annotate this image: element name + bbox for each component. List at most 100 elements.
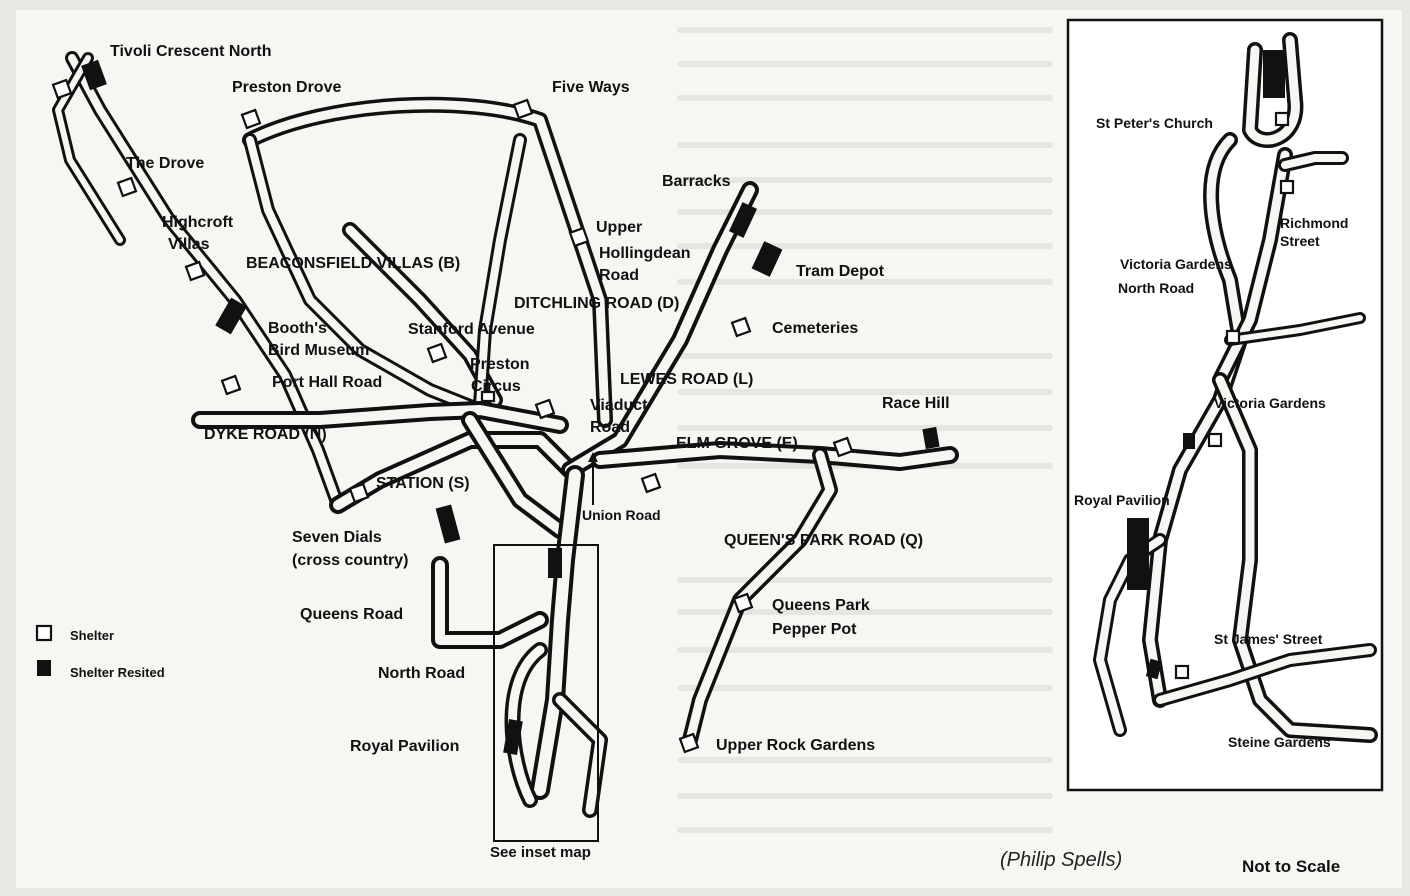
- label-tram-depot: Tram Depot: [796, 263, 885, 280]
- label-viaduct: Viaduct: [590, 397, 648, 414]
- legend: Shelter Shelter Resited: [35, 624, 165, 680]
- road-stanford-avenue: [342, 133, 527, 412]
- label-ditchling-road: DITCHLING ROAD (D): [514, 295, 679, 312]
- label-elm-grove: ELM GROVE (E): [676, 435, 798, 452]
- shelter-marker: [534, 398, 556, 420]
- label-circus: Circus: [471, 378, 521, 395]
- shelter-marker: [51, 78, 73, 100]
- label-cross-country: (cross country): [292, 552, 408, 569]
- road-preston-drove: [242, 96, 613, 428]
- resited-shelter-marker: [922, 426, 940, 450]
- label-beaconsfield-villas: BEACONSFIELD VILLAS (B): [246, 255, 460, 272]
- shelter-marker: [480, 390, 496, 403]
- label-upper: Upper: [596, 219, 642, 236]
- shelter-marker: [730, 316, 752, 338]
- label-preston: Preston: [470, 356, 530, 373]
- resited-shelters: [81, 59, 940, 755]
- inset-label-north-road: North Road: [1118, 280, 1194, 296]
- label-queens-road: Queens Road: [300, 606, 403, 623]
- shelter-marker: [1279, 179, 1295, 195]
- shelter-marker: [512, 98, 534, 120]
- shelter-marker: [348, 482, 370, 504]
- shelter-marker: [678, 732, 700, 754]
- label-pepper-pot: Pepper Pot: [772, 621, 857, 638]
- resited-shelter-marker: [548, 548, 562, 578]
- legend-resited-label: Shelter Resited: [70, 665, 165, 680]
- legend-shelter-label: Shelter: [70, 628, 114, 643]
- label-barracks: Barracks: [662, 173, 731, 190]
- label-queens-park-road: QUEEN'S PARK ROAD (Q): [724, 532, 923, 549]
- inset-shelters: [1174, 111, 1295, 680]
- legend-shelter-icon: [35, 624, 53, 642]
- label-bird-museum: Bird Museum: [268, 342, 369, 359]
- map-labels: Tivoli Crescent North Preston Drove Five…: [110, 43, 950, 861]
- resited-shelter-marker: [503, 719, 523, 755]
- label-see-inset-map: See inset map: [490, 844, 591, 861]
- inset-label-royal-pavilion: Royal Pavilion: [1074, 492, 1170, 508]
- shelter-marker: [832, 436, 854, 458]
- resited-shelter-marker: [1183, 433, 1195, 449]
- resited-shelter-marker: [1263, 50, 1285, 98]
- road-dyke-to-station: [191, 401, 579, 539]
- scale-note: Not to Scale: [1242, 857, 1340, 876]
- label-villas: Villas: [168, 236, 210, 253]
- resited-shelter-marker: [215, 297, 247, 335]
- inset-roads: [1093, 32, 1378, 743]
- inset-label-richmond: Richmond: [1280, 215, 1348, 231]
- label-dyke-road: DYKE ROAD (N): [204, 426, 327, 443]
- label-lewes-road: LEWES ROAD (L): [620, 371, 753, 388]
- inset-resited-shelters: [1127, 50, 1285, 680]
- credit-text: (Philip Spells): [1000, 849, 1122, 871]
- resited-shelter-marker: [435, 504, 461, 544]
- inset-map: St Peter's Church Richmond Street Victor…: [1066, 18, 1384, 792]
- shelter-marker: [426, 342, 448, 364]
- shelter-marker: [568, 226, 590, 248]
- resited-shelter-marker: [728, 202, 758, 238]
- label-hollingdean: Hollingdean: [599, 245, 691, 262]
- inset-label-victoria-gardens-north: Victoria Gardens: [1120, 256, 1232, 272]
- shelter-marker: [220, 374, 242, 396]
- label-north-road: North Road: [378, 665, 465, 682]
- label-royal-pavilion: Royal Pavilion: [350, 738, 459, 755]
- label-road-hollingdean: Road: [599, 267, 639, 284]
- label-viaduct-road: Road: [590, 419, 630, 436]
- label-port-hall-road: Port Hall Road: [272, 374, 382, 391]
- shelter-marker: [1225, 329, 1241, 345]
- label-preston-drove: Preston Drove: [232, 79, 341, 96]
- shelter-marker: [732, 592, 754, 614]
- resited-shelter-marker: [1127, 518, 1149, 590]
- shelter-marker: [184, 260, 206, 282]
- inset-label-street: Street: [1280, 233, 1320, 249]
- label-cemeteries: Cemeteries: [772, 320, 858, 337]
- label-tivoli-crescent-north: Tivoli Crescent North: [110, 43, 272, 60]
- shelter-marker: [1207, 432, 1223, 448]
- resited-shelter-marker: [81, 59, 107, 91]
- label-highcroft: Highcroft: [162, 214, 234, 231]
- shelters: [51, 78, 854, 754]
- legend-resited-icon: [37, 660, 51, 676]
- label-upper-rock-gardens: Upper Rock Gardens: [716, 737, 875, 754]
- shelter-marker: [1174, 664, 1190, 680]
- resited-shelter-marker: [1145, 658, 1163, 680]
- label-union-road: Union Road: [582, 507, 661, 523]
- road-elm-grove: [591, 441, 959, 748]
- inset-label-victoria-gardens: Victoria Gardens: [1214, 395, 1326, 411]
- label-queens-park: Queens Park: [772, 597, 870, 614]
- label-five-ways: Five Ways: [552, 79, 630, 96]
- shelter-marker: [1274, 111, 1290, 127]
- label-stanford-avenue: Stanford Avenue: [408, 321, 535, 338]
- shelter-marker: [116, 176, 138, 198]
- inset-area-box: [493, 544, 599, 842]
- resited-shelter-marker: [751, 241, 783, 277]
- inset-label-st-peters-church: St Peter's Church: [1096, 115, 1213, 131]
- union-road-arrow: [588, 452, 598, 505]
- label-seven-dials: Seven Dials: [292, 529, 382, 546]
- label-race-hill: Race Hill: [882, 395, 950, 412]
- label-station: STATION (S): [376, 475, 470, 492]
- label-the-drove: The Drove: [126, 155, 204, 172]
- shelter-marker: [240, 108, 262, 130]
- shelter-marker: [640, 472, 662, 494]
- label-booths: Booth's: [268, 320, 327, 337]
